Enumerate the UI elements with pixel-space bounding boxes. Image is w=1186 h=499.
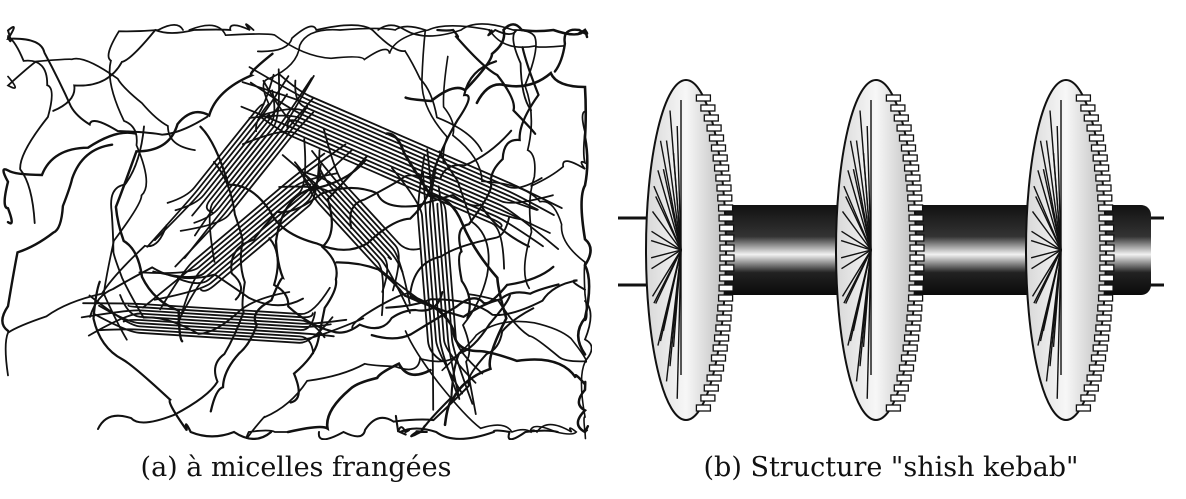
amorphous-chain <box>8 27 207 135</box>
kebab-lamella <box>1026 80 1114 420</box>
fringed-micelle-illustration <box>0 0 592 440</box>
amorphous-chain <box>269 238 442 332</box>
amorphous-chain <box>8 36 52 223</box>
kebab-lamella <box>646 80 734 420</box>
kebab-lamella <box>836 80 924 420</box>
amorphous-chain <box>437 30 535 134</box>
panel-b-shish-kebab-image <box>596 0 1186 440</box>
amorphous-chain <box>477 73 591 354</box>
amorphous-chain <box>555 30 587 72</box>
amorphous-chain <box>288 364 431 432</box>
panel-a-fringed-micelle-drawing <box>0 0 592 440</box>
shish-kebab-illustration <box>596 0 1186 440</box>
amorphous-chain <box>8 59 195 151</box>
amorphous-chain <box>531 111 585 186</box>
amorphous-chain <box>189 25 563 59</box>
amorphous-chain <box>488 30 531 110</box>
amorphous-chain <box>53 24 253 111</box>
crystalline-bundle-chain <box>261 117 505 269</box>
caption-a: (a) à micelles frangées <box>0 452 592 483</box>
crystalline-bundle-chain <box>283 155 388 292</box>
amorphous-chain <box>247 348 463 438</box>
caption-b: (b) Structure "shish kebab" <box>596 452 1186 483</box>
